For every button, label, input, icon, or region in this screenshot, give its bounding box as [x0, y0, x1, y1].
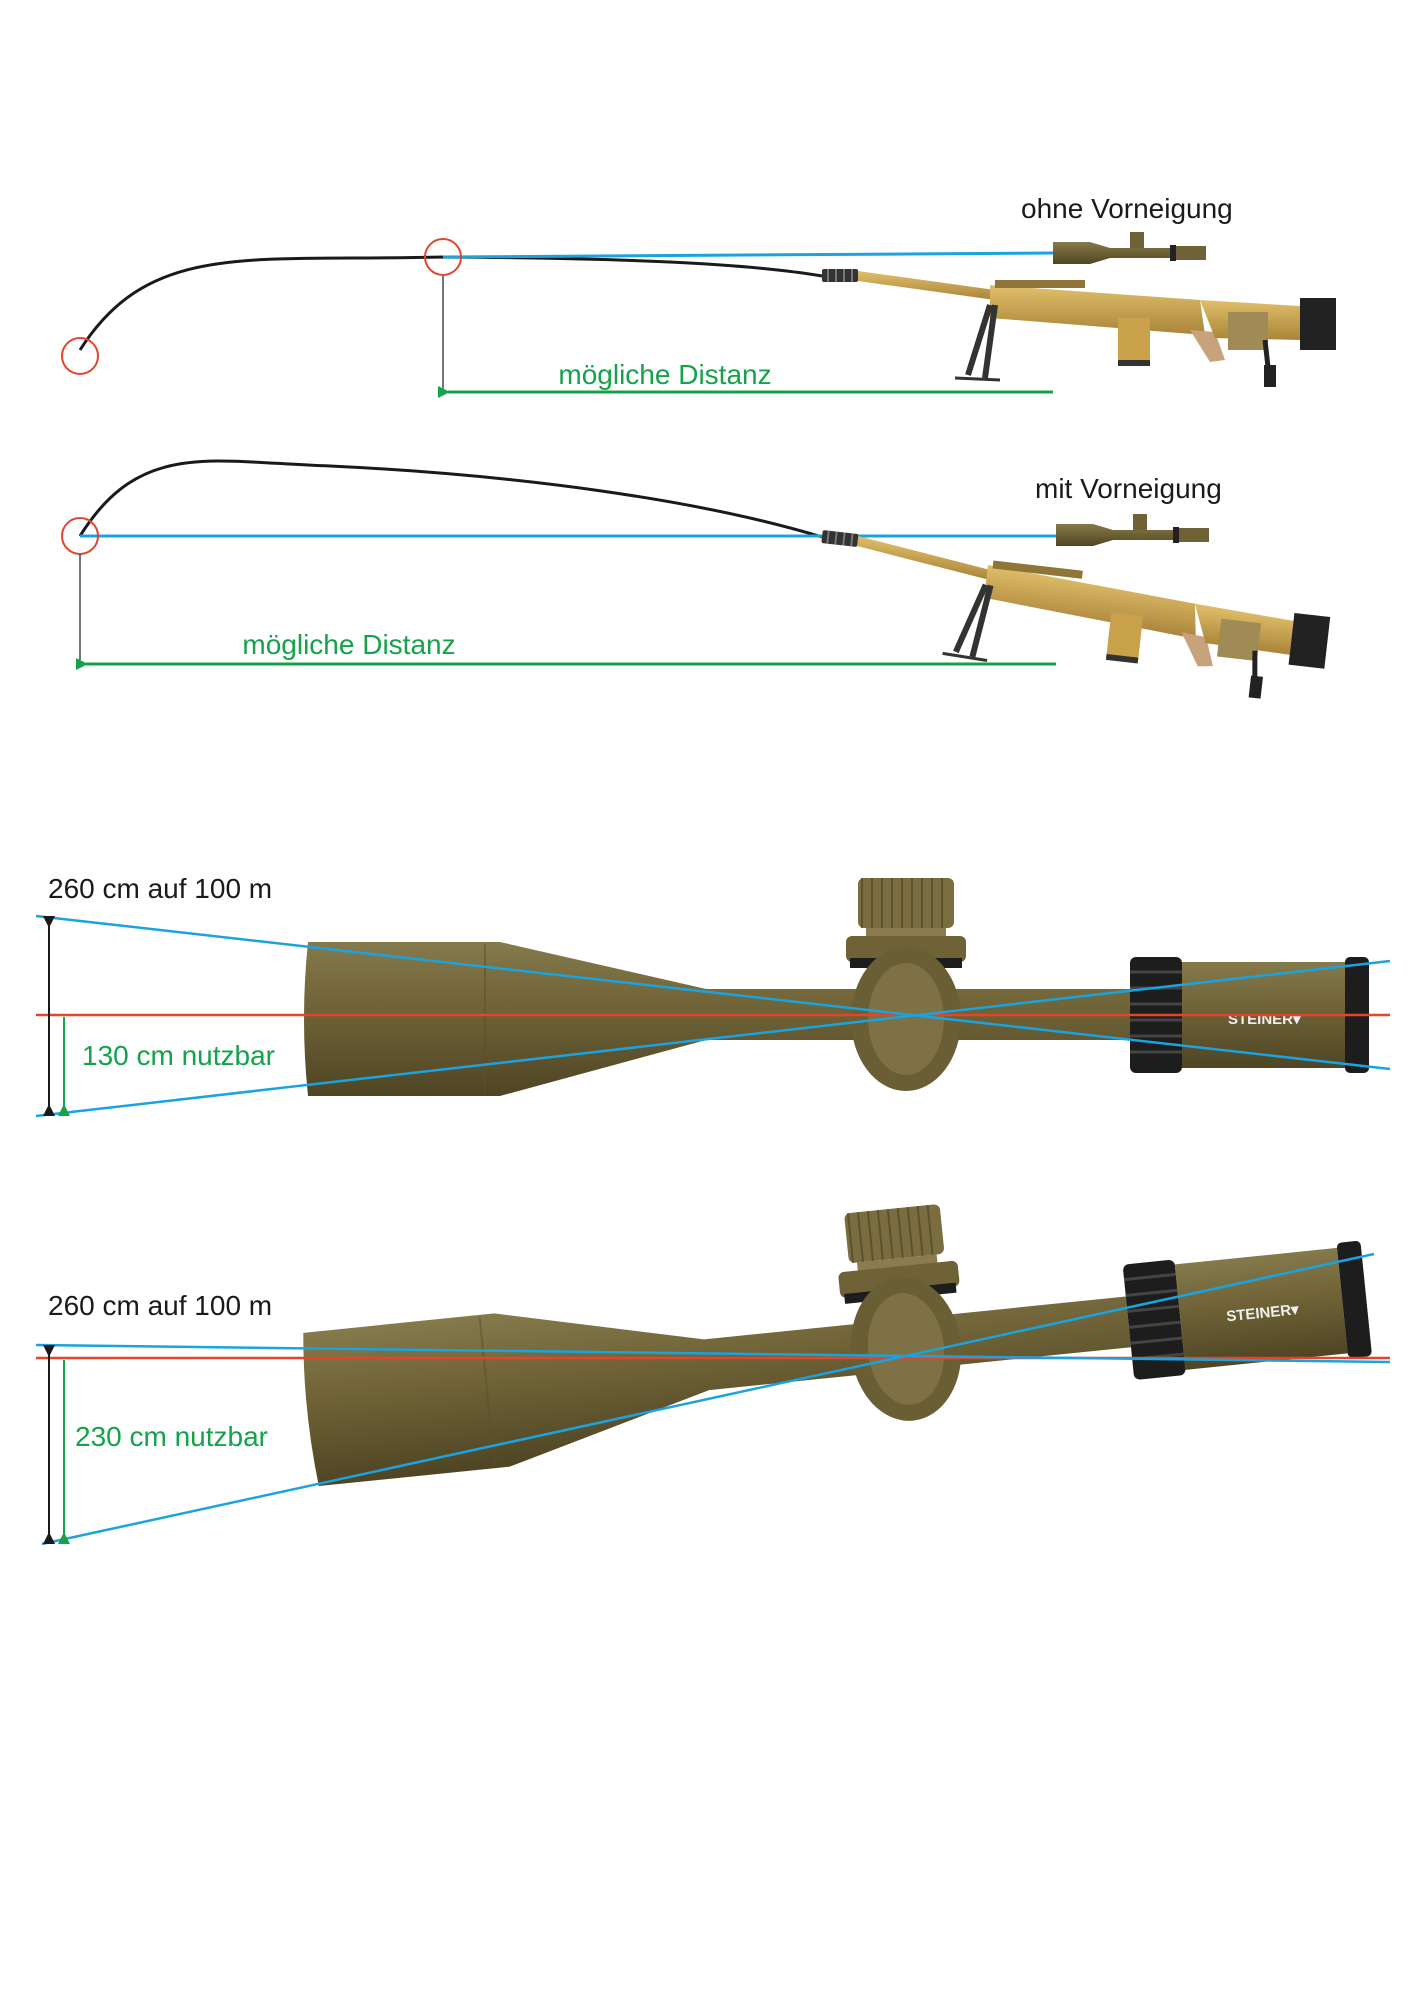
distance-label: mögliche Distanz	[558, 359, 771, 390]
range-label: 260 cm auf 100 m	[48, 873, 272, 904]
panel-without-tilt: ohne Vorneigung mögliche Distanz	[61, 193, 1336, 398]
scope-image	[291, 1160, 1376, 1488]
scope-without-tilt: 260 cm auf 100 m STEINER▾ 130 cm nutzbar	[35, 873, 1391, 1118]
trajectory-curve	[78, 255, 823, 351]
trajectory-curve	[78, 459, 823, 539]
rifle-image	[822, 269, 1336, 387]
intersection-marker-circle	[424, 238, 462, 276]
scope-image	[302, 876, 1371, 1098]
field-of-view-line-upper	[35, 914, 1391, 1071]
rifle-image	[809, 530, 1333, 705]
distance-label: mögliche Distanz	[242, 629, 455, 660]
panel-label: ohne Vorneigung	[1021, 193, 1233, 224]
panel-label: mit Vorneigung	[1035, 473, 1222, 504]
field-of-view-line-upper	[35, 1343, 1391, 1364]
impact-marker-circle	[61, 337, 99, 375]
range-label: 260 cm auf 100 m	[48, 1290, 272, 1321]
scope-with-tilt: 260 cm auf 100 m STEINER▾ 230 cm nutzbar	[35, 1160, 1391, 1546]
field-of-view-line-lower	[41, 1252, 1375, 1546]
rifle-scope-image	[1056, 514, 1209, 546]
scope-brand-logo: STEINER▾	[1228, 1011, 1301, 1028]
rifle-scope-image	[1053, 232, 1206, 264]
panel-with-tilt: mit Vorneigung mögliche Distanz	[61, 459, 1333, 705]
usable-label: 230 cm nutzbar	[75, 1421, 268, 1452]
usable-label: 130 cm nutzbar	[82, 1040, 275, 1071]
sight-line	[442, 251, 1054, 259]
field-of-view-line-lower	[35, 959, 1391, 1118]
